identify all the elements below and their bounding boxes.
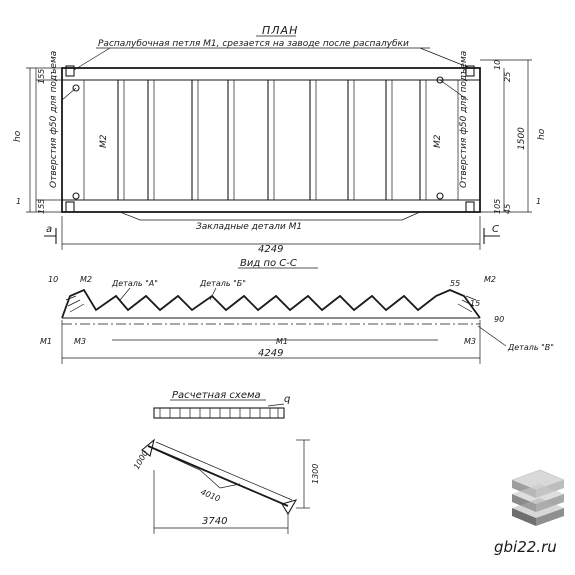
hole-label-right: Отверстия ф50 для подъема [459,51,469,188]
detail-a-leader [119,287,131,301]
detail-b-label: Деталь "Б" [199,279,246,288]
hole-bottom-right [436,192,444,200]
hole-leader-right [439,79,469,101]
view-title: Вид по С-С [240,258,297,269]
hole-top-right [436,76,444,84]
loop-top-left [65,65,75,77]
scheme-small-dim: 1000 [132,449,150,471]
scheme-beam-top [155,441,293,501]
slab-ribs [117,80,427,200]
view-length: 4249 [258,348,283,359]
scheme-q-leader [267,403,285,407]
slab-outline [61,67,481,213]
dim-bottom-right: 105 [493,199,502,214]
view-m3-left: М3 [74,337,86,346]
scheme-load-band [153,407,285,419]
site-name[interactable]: gbi22.ru [494,538,557,556]
view-dim-angle: 90 [494,315,504,324]
loop-top-right [465,65,475,77]
dim-right-ho: hо [537,128,547,140]
dim-top-right: 10 [493,60,502,70]
scheme-load-ticks [159,408,279,418]
hole-leader-left [61,87,77,101]
scheme-title: Расчетная схема [172,390,261,401]
loop-bottom-left [65,201,75,213]
section-view: Вид по С-С Деталь "А" Деталь "Б" М2 М2 1… [40,258,554,364]
scheme-q: q [284,394,290,405]
plan-length: 4249 [258,244,283,255]
site-logo[interactable]: gbi22.ru [494,469,565,556]
mark-m2-right: М2 [433,134,443,148]
detail-v-label: Деталь "В" [507,343,554,352]
index-left: 1 [16,197,21,206]
loop-leader-left [73,47,111,71]
dim-small-right-top: 25 [503,72,512,82]
plan-title: ПЛАН [262,24,298,37]
detail-v-leader [477,325,507,347]
design-scheme: Расчетная схема q 1000 4010 [132,390,320,534]
section-c: С [492,224,499,235]
hatch-left [65,295,85,313]
view-m1-center: М1 [276,337,288,346]
hole-label-left: Отверстия ф50 для подъема [49,51,59,188]
scheme-beam [147,445,289,507]
scheme-load-curve [155,449,241,489]
section-a-marker [44,228,57,244]
scheme-height: 1300 [311,464,320,484]
hole-top-left [72,84,80,92]
index-right: 1 [536,197,541,206]
cube-stack-icon [511,469,565,526]
dim-right-height: 1500 [517,127,527,150]
loop-bottom-right [465,201,475,213]
view-m3-right: М3 [464,337,476,346]
hatch-right [457,295,477,313]
scheme-support-right [281,499,298,516]
plan-view: ПЛАН Распалубочная петля М1, срезается н… [13,24,547,255]
view-dim-left: 10 [48,275,58,284]
section-a: а [46,224,52,235]
detail-a-label: Деталь "А" [111,279,158,288]
section-c-marker [483,228,500,244]
scheme-diag: 4010 [199,488,221,504]
view-m2-right: М2 [484,275,496,284]
embedded-leader [119,211,421,221]
dim-left-ho: hо [13,130,23,142]
dim-top-left: 155 [37,69,46,84]
loop-leader-right [419,47,471,69]
scheme-span: 3740 [202,516,227,527]
detail-b-leader [209,287,217,301]
loop-note: Распалубочная петля М1, срезается на зав… [98,39,409,49]
view-m2-left: М2 [80,275,92,284]
view-dim-right: 55 [450,279,460,288]
mark-m2-left: М2 [99,134,109,148]
hole-bottom-left [72,192,80,200]
scheme-support-left [141,438,155,457]
view-dim-small: 15 [470,299,480,308]
corrugated-profile [61,288,481,319]
dim-small-right-bottom: 45 [503,204,512,214]
embedded-parts-label: Закладные детали М1 [196,222,302,232]
view-m1-left: М1 [40,337,52,346]
dim-bottom-left: 155 [37,199,46,214]
